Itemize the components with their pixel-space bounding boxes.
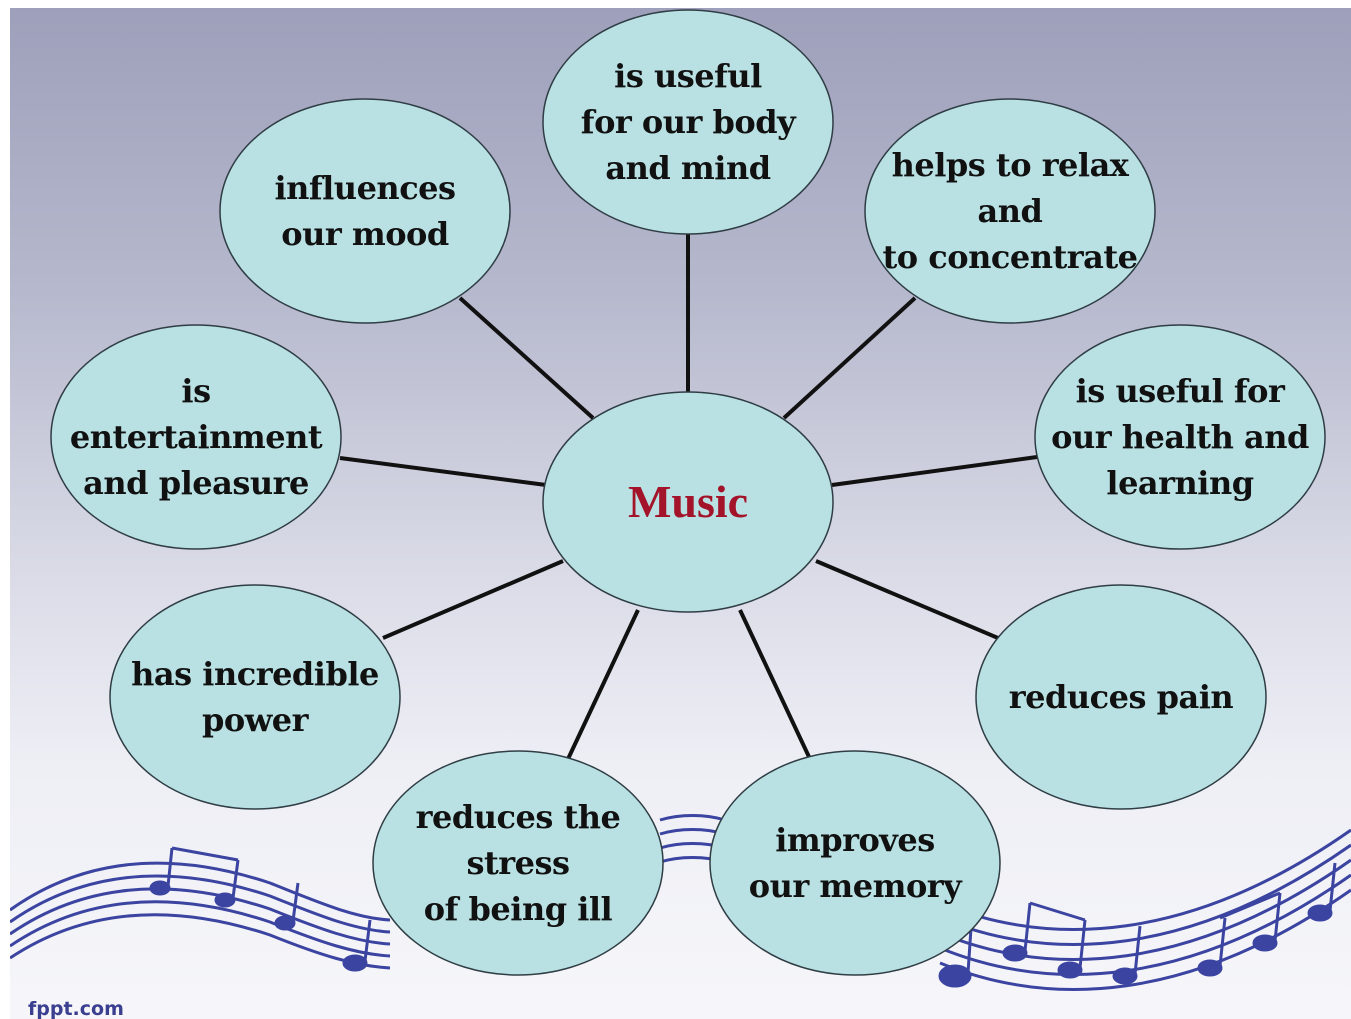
node-bubble-body-mind: [542, 9, 834, 235]
connector-memory: [738, 609, 812, 760]
bubbles: [50, 9, 1326, 976]
node-bubble-pain: [975, 584, 1267, 810]
connector-mood: [458, 296, 595, 420]
center-node-bubble: [542, 391, 834, 613]
node-bubble-memory: [709, 750, 1001, 976]
node-label-pain: reduces pain: [1008, 678, 1234, 716]
node-bubble-mood: [219, 98, 511, 324]
node-label-power: has incredible power: [131, 655, 379, 739]
connector-entertainment: [339, 456, 547, 487]
slide: Music is useful for our body and mind he…: [10, 8, 1351, 1019]
node-label-memory: improves our memory: [748, 821, 962, 905]
node-bubble-power: [109, 584, 401, 810]
footer-brand: fppt.com: [28, 998, 124, 1019]
connector-pain: [815, 559, 999, 640]
connector-lines: [339, 233, 1038, 760]
music-staff-left-decoration: [10, 861, 391, 970]
node-label-mood: influences our mood: [274, 169, 456, 253]
node-label-entertainment: is entertainment and pleasure: [69, 372, 323, 502]
music-notes-left-decoration: [149, 846, 372, 972]
node-bubble-stress: [372, 750, 664, 976]
node-label-health: is useful for our health and learning: [1051, 372, 1309, 502]
node-label-relax: helps to relax and to concentrate: [882, 146, 1138, 276]
connector-power: [382, 559, 564, 640]
mind-map: [10, 9, 1351, 991]
node-bubble-relax: [864, 98, 1156, 324]
node-label-stress: reduces the stress of being ill: [415, 798, 621, 928]
connector-health: [831, 455, 1038, 487]
node-bubble-health: [1034, 324, 1326, 550]
music-staff-right-decoration: [939, 828, 1351, 991]
center-node-label: Music: [627, 476, 749, 527]
node-label-body-mind: is useful for our body and mind: [580, 57, 796, 187]
connector-relax: [782, 296, 917, 420]
node-bubble-entertainment: [50, 324, 342, 550]
connector-stress: [566, 609, 640, 760]
music-notes-right-decoration: [938, 862, 1337, 988]
